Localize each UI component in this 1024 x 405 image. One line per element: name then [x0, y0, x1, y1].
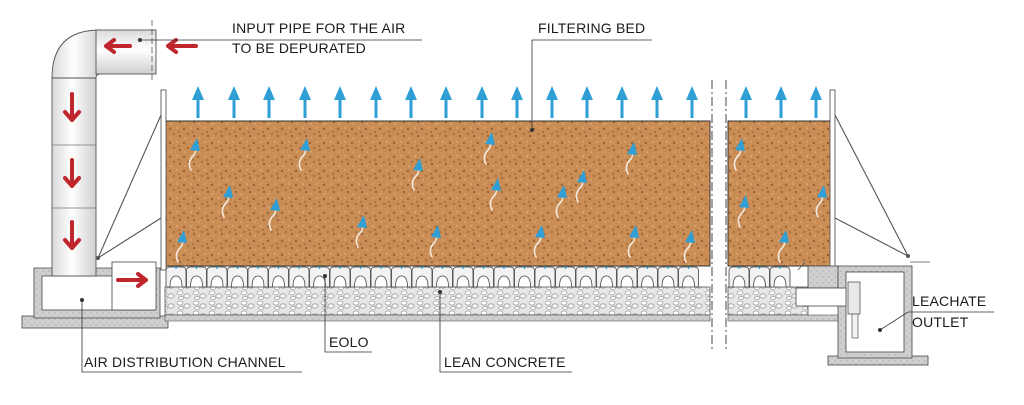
air-plume-arrows [175, 132, 827, 263]
up-arrow-icon [815, 185, 827, 218]
eolo-module [268, 264, 289, 288]
section-break [711, 80, 727, 350]
eolo-module [678, 264, 699, 288]
up-arrow-icon [334, 86, 346, 118]
up-arrow-icon [268, 198, 280, 231]
up-arrow-icon [810, 86, 822, 118]
up-arrow-icon [188, 138, 200, 171]
air-outflow-arrows [192, 86, 822, 118]
eolo-module [493, 264, 515, 288]
eolo-module [616, 264, 638, 288]
filtering-bed-leader [531, 39, 652, 130]
eolo-module [247, 264, 269, 288]
up-arrow-icon [651, 86, 663, 118]
up-arrow-icon [683, 230, 695, 263]
eolo-module [637, 264, 658, 288]
eolo-module [227, 264, 248, 288]
up-arrow-icon [405, 86, 417, 118]
labels: INPUT PIPE FOR THE AIR TO BE DEPURATED F… [84, 20, 986, 370]
eolo-modules [165, 264, 791, 288]
leachate-outlet-structure [795, 261, 930, 359]
input-air-arrows [63, 38, 198, 288]
lean-concrete-layer [164, 286, 841, 322]
up-arrow-icon [740, 86, 752, 118]
up-arrow-icon [411, 158, 423, 191]
up-arrow-icon [511, 86, 523, 118]
up-arrow-icon [370, 86, 382, 118]
up-arrow-icon [533, 225, 545, 258]
eolo-module [206, 264, 228, 288]
up-arrow-icon [625, 142, 637, 175]
left-arrow-icon [166, 38, 198, 54]
eolo-module [657, 264, 679, 288]
eolo-module [769, 264, 791, 288]
eolo-module [555, 264, 576, 288]
up-arrow-icon [733, 138, 745, 171]
leader-lines [80, 38, 994, 373]
side-walls [96, 89, 910, 271]
up-arrow-icon [299, 86, 311, 118]
eolo-module [452, 264, 474, 288]
up-arrow-icon [483, 132, 495, 165]
up-arrow-icon [555, 185, 567, 218]
eolo-module [534, 264, 556, 288]
up-arrow-icon [192, 86, 204, 118]
eolo-module [165, 264, 187, 288]
air-channel-leader [81, 300, 302, 373]
down-arrow-icon [63, 158, 81, 188]
input-pipe-label-line1: INPUT PIPE FOR THE AIR [232, 20, 405, 36]
eolo-module [288, 264, 310, 288]
lean-concrete-leader [439, 292, 572, 373]
up-arrow-icon [737, 195, 749, 228]
eolo-module [186, 264, 207, 288]
right-arrow-icon [116, 272, 148, 288]
eolo-module [514, 264, 535, 288]
down-arrow-icon [63, 220, 81, 250]
eolo-module [411, 264, 433, 288]
up-arrow-icon [228, 86, 240, 118]
eolo-module [596, 264, 617, 288]
up-arrow-icon [221, 185, 233, 218]
up-arrow-icon [546, 86, 558, 118]
eolo-label: EOLO [329, 334, 369, 350]
up-arrow-icon [355, 215, 367, 248]
up-arrow-icon [627, 225, 639, 258]
up-arrow-icon [489, 178, 501, 211]
eolo-module [432, 264, 453, 288]
input-pipe [51, 20, 157, 277]
down-arrow-icon [63, 92, 81, 122]
eolo-leader [324, 276, 372, 353]
eolo-module [350, 264, 371, 288]
eolo-module [391, 264, 412, 288]
eolo-module [473, 264, 494, 288]
lean-concrete-label: LEAN CONCRETE [444, 354, 566, 370]
up-arrow-icon [686, 86, 698, 118]
eolo-module [749, 264, 770, 288]
eolo-module [575, 264, 597, 288]
air-distribution-channel-label: AIR DISTRIBUTION CHANNEL [84, 354, 286, 370]
filtering-bed-label: FILTERING BED [538, 20, 645, 36]
eolo-module [329, 264, 351, 288]
filtering-bed [164, 120, 832, 267]
up-arrow-icon [575, 170, 587, 203]
up-arrow-icon [581, 86, 593, 118]
input-pipe-label-line2: TO BE DEPURATED [232, 40, 366, 56]
leachate-leader [879, 311, 994, 331]
up-arrow-icon [777, 230, 789, 263]
up-arrow-icon [298, 138, 310, 171]
eolo-module [370, 264, 392, 288]
up-arrow-icon [476, 86, 488, 118]
leachate-outlet-label-line2: OUTLET [912, 314, 969, 330]
up-arrow-icon [429, 225, 441, 258]
up-arrow-icon [775, 86, 787, 118]
up-arrow-icon [263, 86, 275, 118]
up-arrow-icon [616, 86, 628, 118]
eolo-module [728, 264, 750, 288]
up-arrow-icon [175, 230, 187, 263]
up-arrow-icon [440, 86, 452, 118]
leachate-outlet-label-line1: LEACHATE [912, 293, 986, 309]
left-arrow-icon [96, 38, 132, 54]
